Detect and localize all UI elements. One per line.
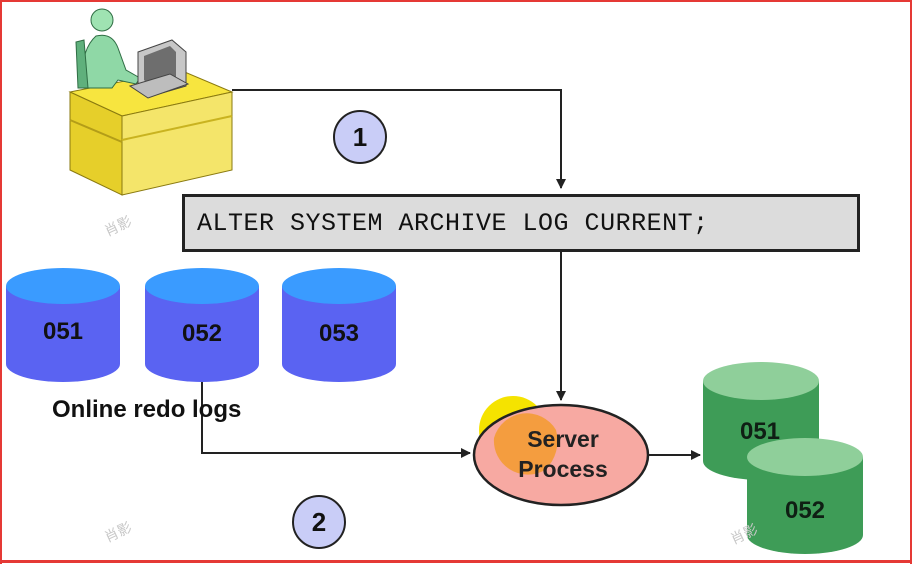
archived-log-051-label: 051 (739, 418, 781, 445)
server-process-line2: Process (518, 456, 608, 482)
online-redo-log-052 (145, 268, 259, 382)
online-redo-log-051-label: 051 (42, 318, 84, 345)
frame-top-border (0, 0, 912, 2)
server-process-line1: Server (527, 426, 599, 452)
online-redo-log-052-label: 052 (181, 320, 223, 347)
server-process-node (472, 396, 650, 507)
command-box: ALTER SYSTEM ARCHIVE LOG CURRENT; (182, 194, 860, 252)
frame-left-border (0, 0, 2, 564)
online-redo-log-053-label: 053 (318, 320, 360, 347)
connector-user-to-command (232, 89, 566, 189)
archived-log-052-label: 052 (784, 497, 826, 524)
step-2-badge: 2 (292, 495, 346, 549)
online-redo-log-053 (282, 268, 396, 382)
command-text: ALTER SYSTEM ARCHIVE LOG CURRENT; (197, 208, 709, 238)
frame-right-border (910, 0, 912, 564)
online-redo-log-051 (6, 268, 120, 382)
server-process-label: Server Process (478, 424, 648, 484)
frame-bottom-border (0, 560, 912, 563)
connector-redo-to-server (201, 382, 471, 458)
user-at-workstation-icon (68, 8, 234, 196)
archived-log-052 (747, 438, 863, 554)
online-redo-logs-caption: Online redo logs (52, 396, 242, 423)
step-1-badge: 1 (333, 110, 387, 164)
